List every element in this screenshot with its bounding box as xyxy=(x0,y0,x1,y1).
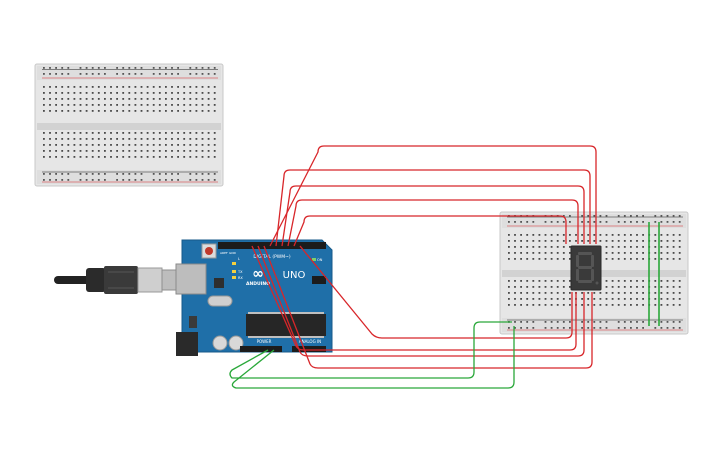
usb-jack xyxy=(175,263,207,295)
capacitor xyxy=(212,335,228,351)
segments xyxy=(576,252,599,285)
wire-red[interactable] xyxy=(257,245,585,357)
usb-chip xyxy=(214,278,224,288)
green-wires[interactable] xyxy=(229,321,515,389)
led-tx xyxy=(232,270,236,273)
wire-green[interactable] xyxy=(229,321,512,379)
arduino-brand: ANDUINO xyxy=(246,281,270,287)
reset-button-cap[interactable] xyxy=(205,247,213,255)
wire-red[interactable] xyxy=(251,245,577,351)
pin-label-gnd: GND xyxy=(229,251,237,255)
pin-label-rx: RX xyxy=(238,276,243,280)
seven-segment-display[interactable]: 8 xyxy=(570,245,602,291)
led-rx xyxy=(232,276,236,279)
wire-green[interactable] xyxy=(231,326,515,389)
digital-header[interactable] xyxy=(218,242,326,249)
icsp-header xyxy=(312,276,326,284)
arduino-model: UNO xyxy=(283,270,306,281)
led-on xyxy=(312,258,316,261)
breadboard-holes xyxy=(508,215,681,329)
breadboard-top-left[interactable] xyxy=(34,63,224,187)
power-label: POWER xyxy=(257,339,272,344)
wire-red[interactable] xyxy=(287,199,579,247)
capacitor xyxy=(228,335,244,351)
crystal xyxy=(207,295,233,307)
usb-cable[interactable] xyxy=(54,266,185,294)
pin-label-l: L xyxy=(238,257,240,261)
led-l xyxy=(232,262,236,265)
arduino-uno-board[interactable]: DIGITAL (PWM~) ∞ ANDUINO UNO POWER ANALO… xyxy=(175,239,333,356)
regulator xyxy=(189,316,197,328)
digital-label: DIGITAL (PWM~) xyxy=(253,254,291,260)
power-header[interactable] xyxy=(240,346,282,352)
wire-red[interactable] xyxy=(263,245,593,369)
power-jack xyxy=(176,332,198,356)
breadboard-holes xyxy=(43,67,216,181)
analog-header[interactable] xyxy=(292,346,326,352)
wire-red[interactable] xyxy=(269,145,597,247)
wire-red[interactable] xyxy=(293,215,567,247)
pin-label-aref: AREF xyxy=(220,251,228,255)
pin-label-tx: TX xyxy=(237,270,243,274)
pin-label-on: ON xyxy=(317,258,323,262)
arduino-logo: ∞ xyxy=(252,266,264,282)
wire-red[interactable] xyxy=(275,169,591,247)
wire-red[interactable] xyxy=(281,185,585,247)
analog-label: ANALOG IN xyxy=(299,339,321,344)
atmega-chip xyxy=(246,314,326,336)
